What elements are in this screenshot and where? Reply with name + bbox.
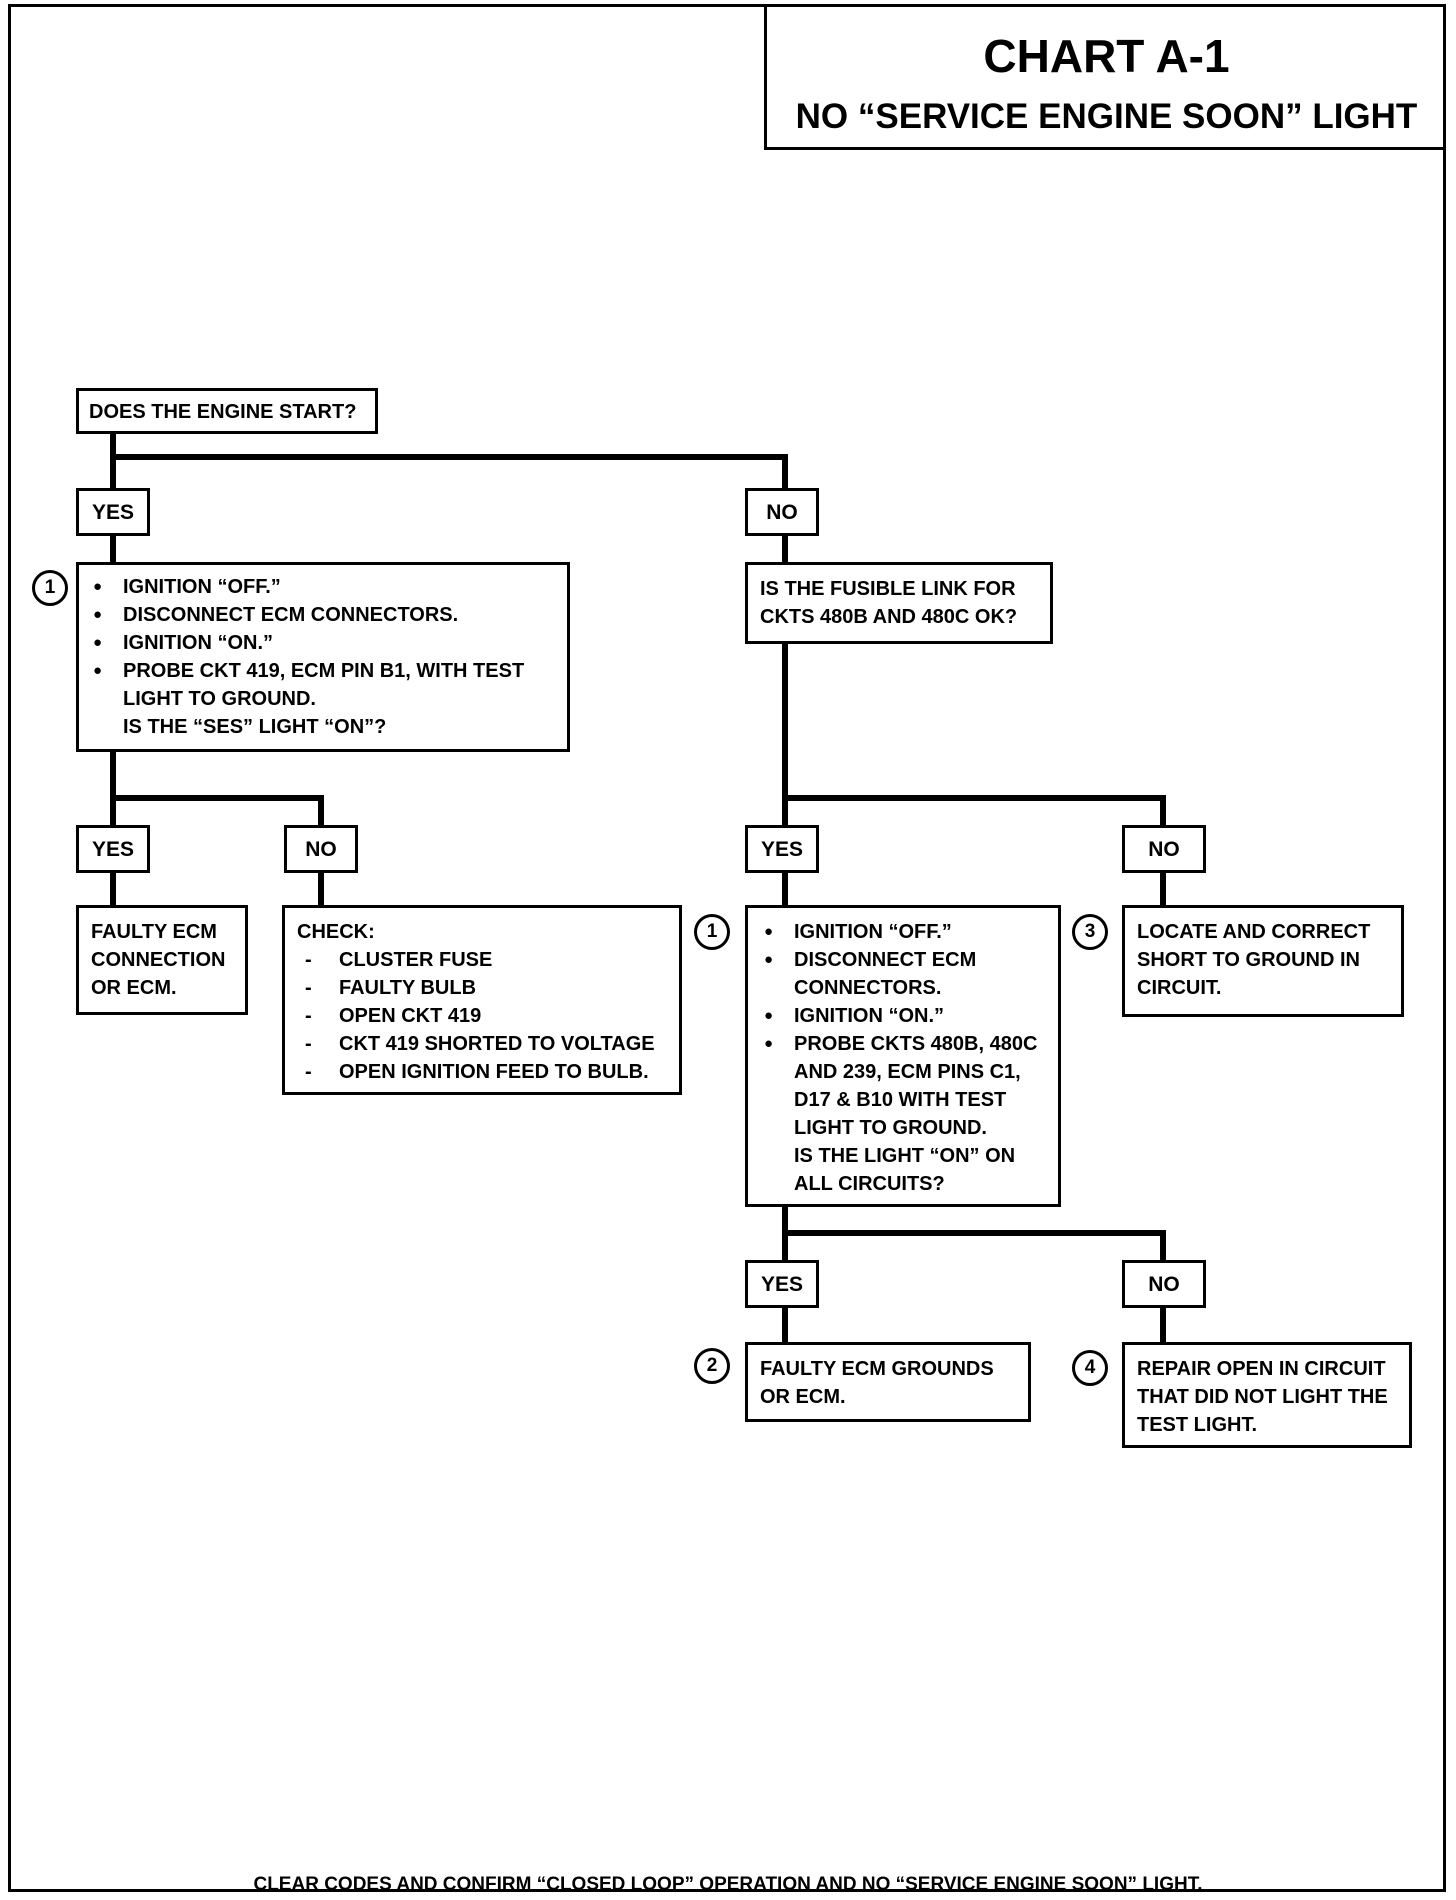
- faulty-grounds-result: FAULTY ECM GROUNDS OR ECM.: [745, 1342, 1031, 1422]
- no-label: NO: [1122, 825, 1206, 873]
- step-number-marker: 1: [32, 570, 68, 606]
- step-number-marker: 4: [1072, 1350, 1108, 1386]
- connector: [110, 749, 116, 829]
- check-list-box: CHECK: CLUSTER FUSE FAULTY BULB OPEN CKT…: [282, 905, 682, 1095]
- step-item: IGNITION “ON.”: [760, 1002, 1046, 1030]
- step-question: IS THE “SES” LIGHT “ON”?: [123, 716, 387, 738]
- step-number-marker: 3: [1072, 914, 1108, 950]
- result-text: FAULTY ECM GROUNDS OR ECM.: [760, 1358, 994, 1408]
- faulty-ecm-connection-result: FAULTY ECM CONNECTION OR ECM.: [76, 905, 248, 1015]
- connector: [110, 428, 116, 492]
- page-frame: [8, 4, 1446, 1892]
- connector: [110, 454, 788, 460]
- result-text: LOCATE AND CORRECT SHORT TO GROUND IN CI…: [1137, 921, 1371, 999]
- step-item: PROBE CKTS 480B, 480C AND 239, ECM PINS …: [760, 1030, 1046, 1142]
- step-item: DISCONNECT ECM CONNECTORS.: [760, 946, 1046, 1002]
- connector: [782, 532, 788, 564]
- connector: [782, 1303, 788, 1345]
- no-label: NO: [284, 825, 358, 873]
- connector: [1160, 795, 1166, 829]
- connector: [782, 795, 1166, 801]
- step-item: IGNITION “OFF.”: [89, 573, 557, 601]
- step-item: DISCONNECT ECM CONNECTORS.: [89, 601, 557, 629]
- check-item: OPEN CKT 419: [297, 1002, 667, 1030]
- result-text: REPAIR OPEN IN CIRCUIT THAT DID NOT LIGH…: [1137, 1358, 1388, 1436]
- right-diagnostic-steps: IGNITION “OFF.” DISCONNECT ECM CONNECTOR…: [745, 905, 1061, 1207]
- result-text: FAULTY ECM CONNECTION OR ECM.: [91, 921, 226, 999]
- no-label: NO: [745, 488, 819, 536]
- check-item: CLUSTER FUSE: [297, 946, 667, 974]
- footer-instruction: CLEAR CODES AND CONFIRM “CLOSED LOOP” OP…: [253, 1874, 1203, 1895]
- connector: [318, 869, 324, 907]
- title-block: CHART A-1 NO “SERVICE ENGINE SOON” LIGHT: [764, 4, 1446, 150]
- step-number-marker: 2: [694, 1348, 730, 1384]
- engine-start-text: DOES THE ENGINE START?: [89, 401, 357, 423]
- left-step-list: IGNITION “OFF.” DISCONNECT ECM CONNECTOR…: [89, 573, 557, 713]
- yes-label: YES: [745, 1260, 819, 1308]
- check-item: CKT 419 SHORTED TO VOLTAGE: [297, 1030, 667, 1058]
- check-item: FAULTY BULB: [297, 974, 667, 1002]
- repair-open-result: REPAIR OPEN IN CIRCUIT THAT DID NOT LIGH…: [1122, 1342, 1412, 1448]
- check-items: CLUSTER FUSE FAULTY BULB OPEN CKT 419 CK…: [297, 946, 667, 1086]
- no-label: NO: [1122, 1260, 1206, 1308]
- connector: [110, 795, 324, 801]
- step-number-marker: 1: [694, 914, 730, 950]
- connector: [110, 532, 116, 564]
- yes-label: YES: [76, 825, 150, 873]
- connector: [782, 1230, 1166, 1236]
- connector: [782, 454, 788, 492]
- yes-label: YES: [745, 825, 819, 873]
- right-step-list: IGNITION “OFF.” DISCONNECT ECM CONNECTOR…: [760, 918, 1046, 1142]
- connector: [110, 869, 116, 907]
- left-diagnostic-steps: IGNITION “OFF.” DISCONNECT ECM CONNECTOR…: [76, 562, 570, 752]
- step-item: IGNITION “ON.”: [89, 629, 557, 657]
- connector: [1160, 1303, 1166, 1345]
- connector: [782, 640, 788, 829]
- step-item: IGNITION “OFF.”: [760, 918, 1046, 946]
- check-item: OPEN IGNITION FEED TO BULB.: [297, 1058, 667, 1086]
- locate-short-result: LOCATE AND CORRECT SHORT TO GROUND IN CI…: [1122, 905, 1404, 1017]
- connector: [1160, 869, 1166, 907]
- yes-label: YES: [76, 488, 150, 536]
- connector: [782, 869, 788, 907]
- check-heading: CHECK:: [297, 921, 375, 943]
- engine-start-question: DOES THE ENGINE START?: [76, 388, 378, 434]
- fusible-link-question: IS THE FUSIBLE LINK FOR CKTS 480B AND 48…: [745, 562, 1053, 644]
- fusible-link-text: IS THE FUSIBLE LINK FOR CKTS 480B AND 48…: [760, 578, 1018, 628]
- connector: [318, 795, 324, 829]
- chart-title: CHART A-1: [983, 30, 1230, 82]
- chart-subtitle: NO “SERVICE ENGINE SOON” LIGHT: [795, 97, 1418, 136]
- step-question: IS THE LIGHT “ON” ON ALL CIRCUITS?: [794, 1145, 1016, 1195]
- connector: [1160, 1230, 1166, 1263]
- step-item: PROBE CKT 419, ECM PIN B1, WITH TEST LIG…: [89, 657, 557, 713]
